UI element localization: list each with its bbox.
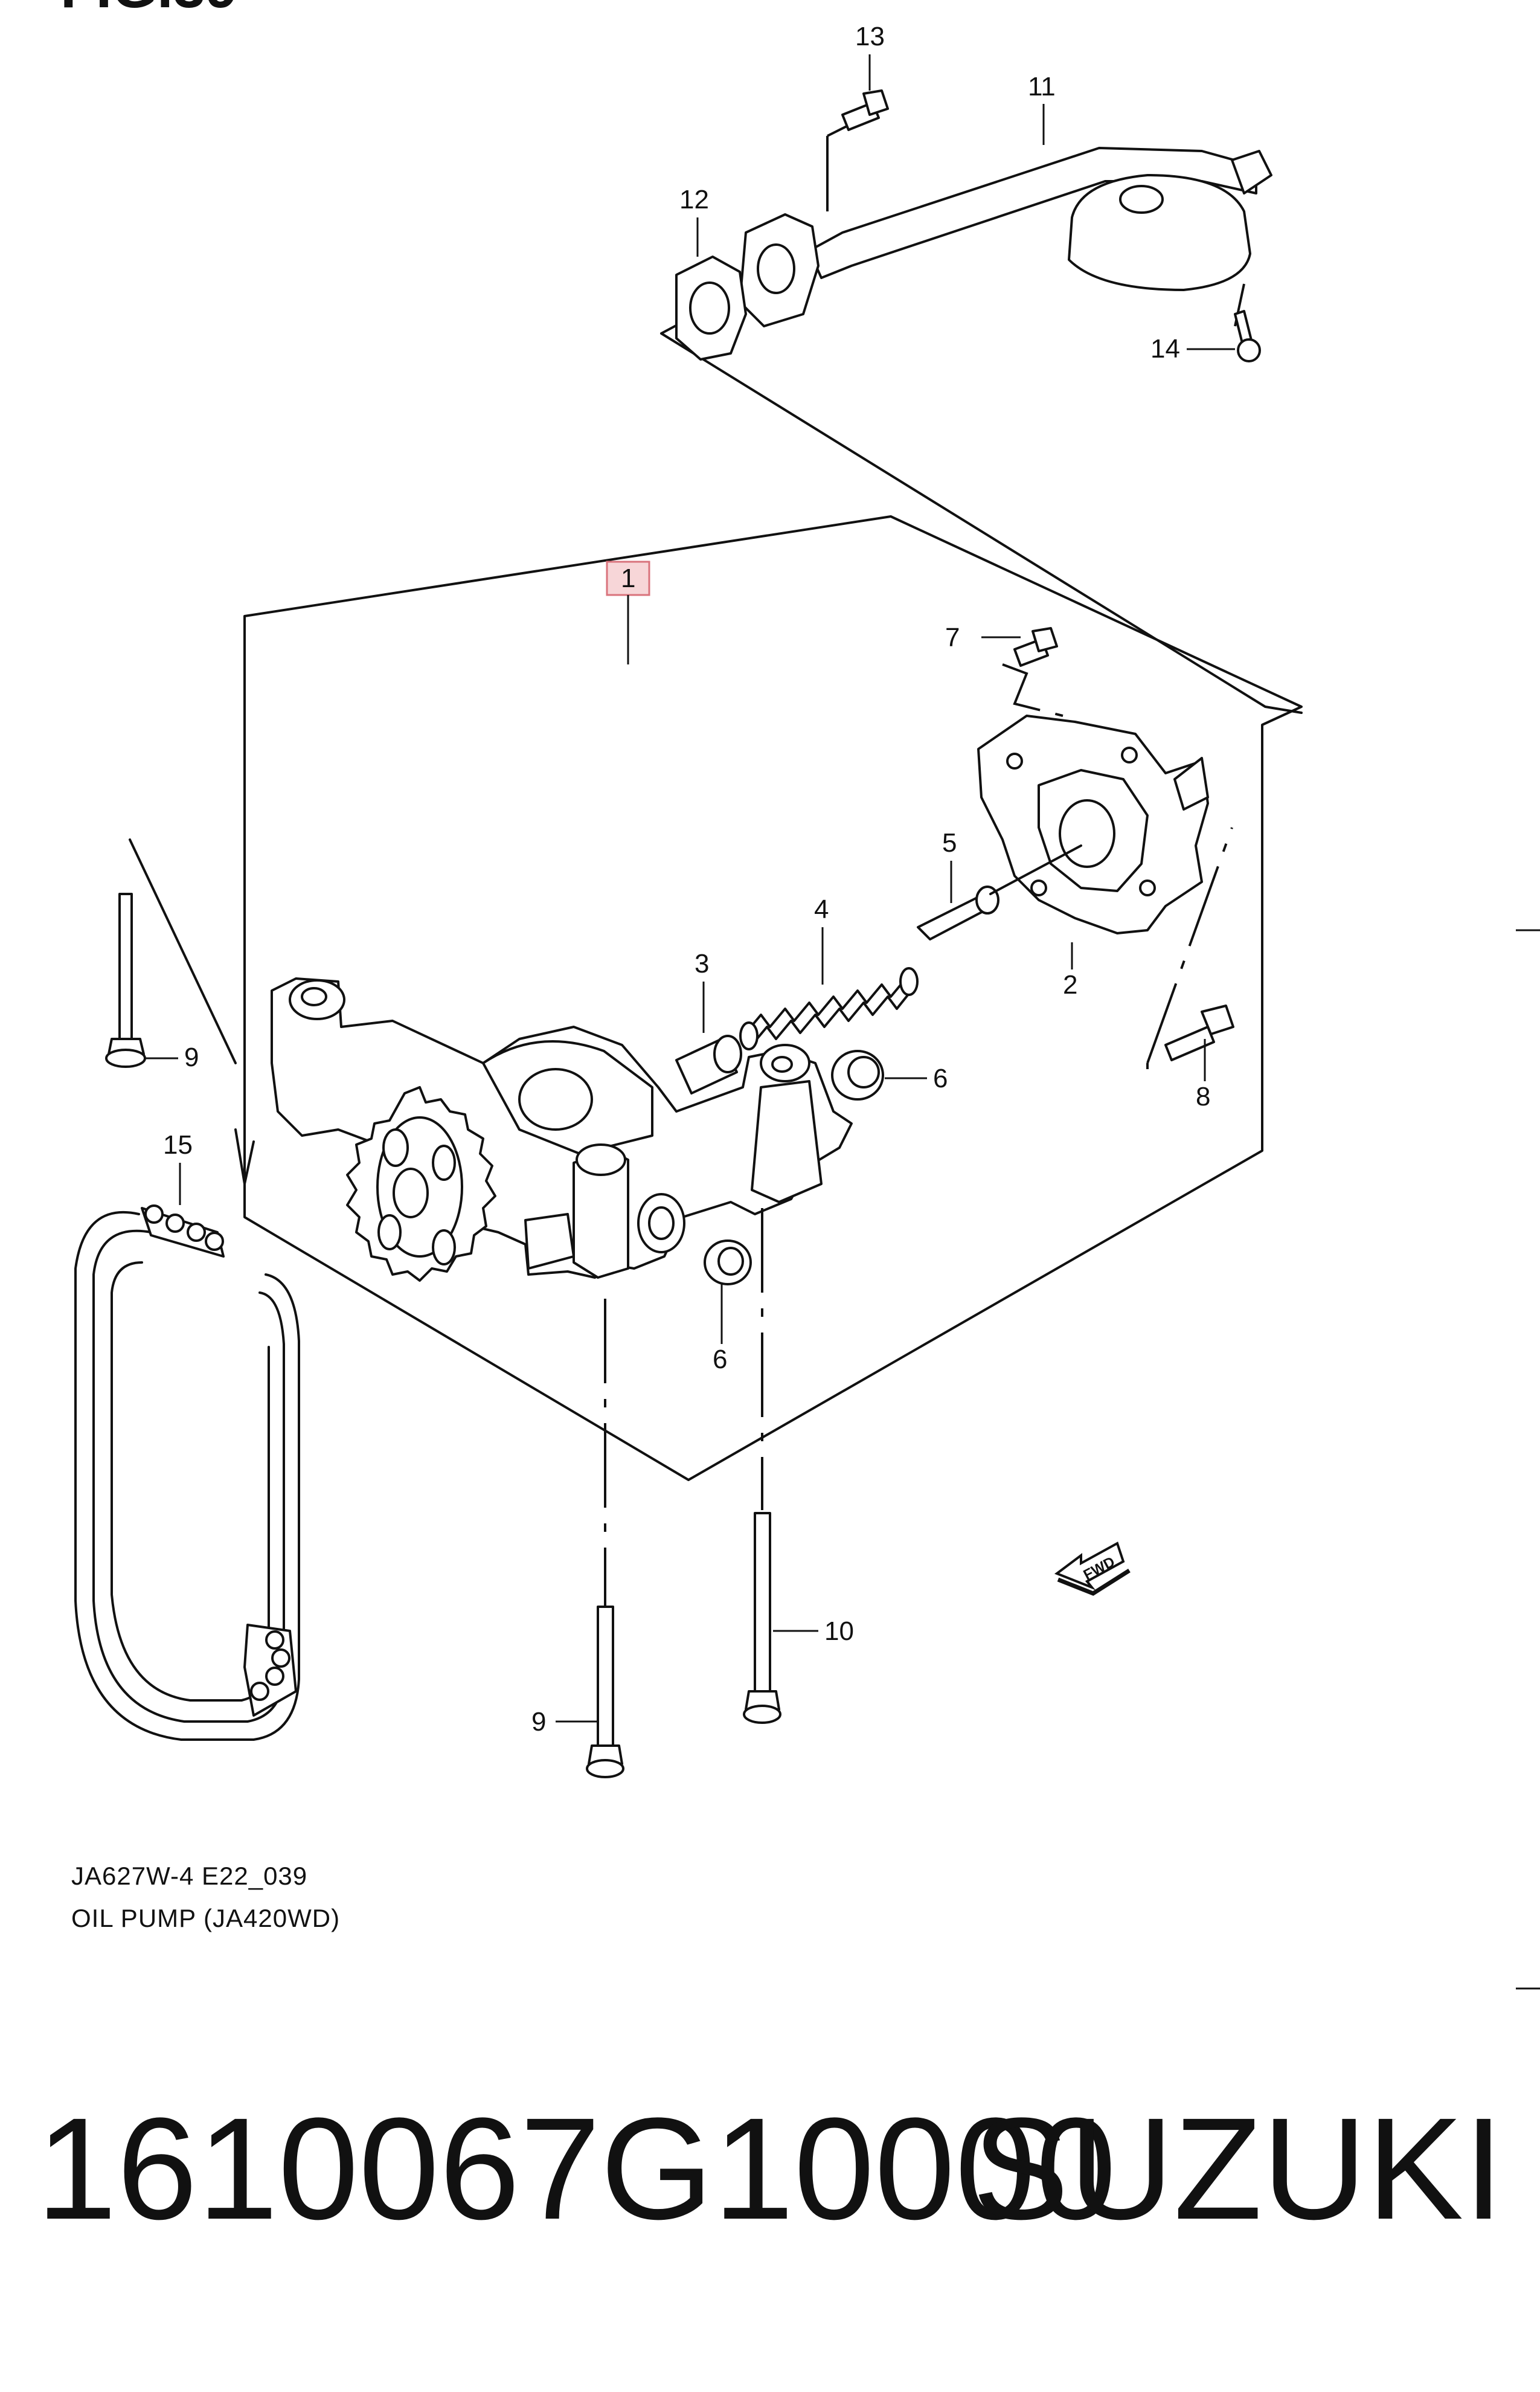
pump-assembly-frame (243, 515, 1303, 1481)
oil-seal-upper[interactable] (831, 1050, 884, 1101)
bolt-9-lower[interactable] (586, 1606, 624, 1778)
bolt-9-upper-leader (129, 838, 255, 1185)
bolt-8[interactable] (1164, 1005, 1234, 1061)
callout-4: 4 (814, 895, 829, 924)
callout-1: 1 (621, 564, 635, 593)
strainer-gasket[interactable] (675, 256, 747, 361)
callout-11: 11 (1028, 72, 1056, 101)
pin-axis-line (989, 844, 1082, 895)
diagram-code: JA627W-4 E22_039 (71, 1862, 307, 1890)
chain-links-top (141, 1204, 225, 1258)
chain-links-bottom (243, 1624, 297, 1717)
callout-10: 10 (824, 1616, 854, 1646)
callout-7: 7 (945, 623, 960, 652)
part-number: 1610067G10000 (36, 2088, 1117, 2249)
callout-3: 3 (695, 949, 709, 979)
timing-chain[interactable] (74, 1204, 300, 1741)
footer-bar (0, 1993, 1540, 2392)
pump-sprocket[interactable] (346, 1086, 496, 1282)
exploded-view-drawing: FIG.39 13 11 12 14 1 (60, 0, 1540, 1990)
bolt-9-upper[interactable] (105, 893, 146, 1068)
callout-12: 12 (679, 185, 709, 214)
callout-2: 2 (1063, 970, 1077, 1000)
callout-9-upper: 9 (184, 1043, 199, 1072)
bolt-13[interactable] (841, 89, 889, 131)
callout-6-upper: 6 (933, 1064, 948, 1093)
pump-cover-plate[interactable] (977, 715, 1209, 934)
diagram-title: OIL PUMP (JA420WD) (71, 1904, 340, 1932)
figure-number: FIG.39 (60, 0, 237, 20)
callout-14: 14 (1150, 334, 1180, 364)
oil-seal-lower[interactable] (704, 1239, 752, 1285)
callout-9-lower: 9 (531, 1707, 546, 1737)
bolt-7[interactable] (1013, 627, 1058, 667)
fwd-arrow-icon: FWD (1054, 1542, 1131, 1596)
callout-15: 15 (163, 1130, 193, 1160)
callout-5: 5 (942, 828, 957, 858)
relief-valve[interactable] (675, 1035, 742, 1095)
relief-pin[interactable] (917, 886, 999, 940)
relief-spring[interactable] (739, 967, 919, 1050)
callout-13: 13 (855, 22, 885, 51)
bolt-14[interactable] (1234, 310, 1261, 362)
parts-diagram: FIG.39 13 11 12 14 1 (60, 0, 1540, 1990)
brand-name: SUZUKI (972, 2088, 1504, 2249)
bolt-8-leader (1146, 827, 1233, 1069)
callout-8: 8 (1196, 1082, 1210, 1111)
strainer-frame-lines (660, 313, 1303, 714)
bolt-10[interactable] (743, 1512, 781, 1724)
oil-strainer-pipe[interactable] (739, 147, 1272, 327)
bolt-7-leader (1002, 663, 1064, 717)
callout-6-lower: 6 (713, 1345, 727, 1374)
